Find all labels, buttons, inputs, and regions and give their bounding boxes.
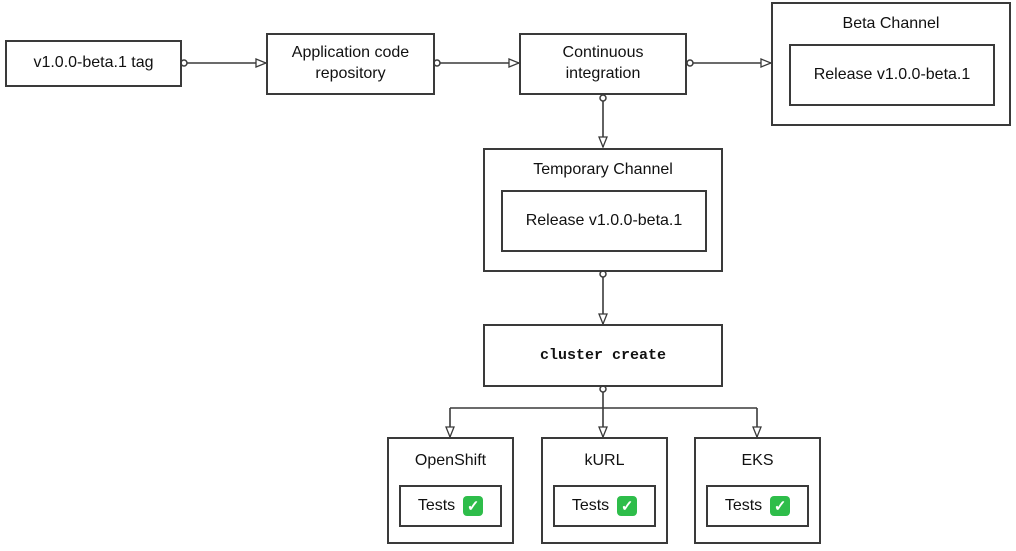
cluster-title: EKS [741,452,774,469]
tag-node: v1.0.0-beta.1 tag [5,40,182,87]
temporary-channel: Temporary Channel Release v1.0.0-beta.1 [483,148,723,272]
tests-label: Tests [417,496,456,514]
cluster-kurl: kURL Tests ✓ [541,437,668,544]
cluster-create-label: cluster create [539,346,667,364]
beta-release-label: Release v1.0.0-beta.1 [813,65,971,83]
tests-label: Tests [571,496,610,514]
edge-origin-dot [599,94,607,102]
beta-release-node: Release v1.0.0-beta.1 [789,44,995,106]
beta-channel: Beta Channel Release v1.0.0-beta.1 [771,2,1011,126]
repo-node: Application code repository [266,33,435,95]
temporary-channel-title: Temporary Channel [533,161,673,178]
tag-label: v1.0.0-beta.1 tag [33,54,154,72]
tests-node: Tests ✓ [706,485,809,527]
tests-label: Tests [724,496,763,514]
tests-node: Tests ✓ [399,485,502,527]
edge-origin-dot [686,59,694,67]
beta-channel-title: Beta Channel [842,15,940,32]
cluster-eks: EKS Tests ✓ [694,437,821,544]
cluster-title: OpenShift [414,452,487,469]
repo-label: Application code repository [291,44,410,82]
check-mark-icon: ✓ [617,496,638,516]
check-mark-icon: ✓ [463,496,484,516]
cluster-openshift: OpenShift Tests ✓ [387,437,514,544]
check-mark-icon: ✓ [770,496,791,516]
ci-node: Continuous integration [519,33,687,95]
ci-label: Continuous integration [562,44,644,82]
tests-node: Tests ✓ [553,485,656,527]
cluster-create-node: cluster create [483,324,723,387]
temp-release-label: Release v1.0.0-beta.1 [525,211,683,229]
temp-release-node: Release v1.0.0-beta.1 [501,190,707,252]
cluster-title: kURL [584,452,625,469]
